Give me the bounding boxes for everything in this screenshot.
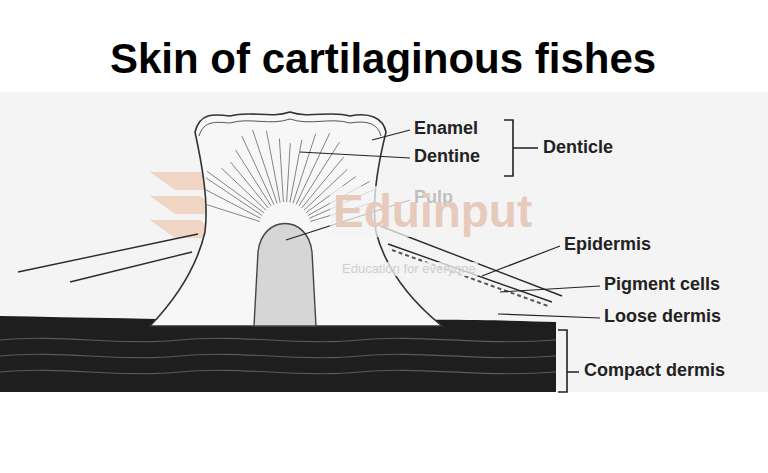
dentine-tubule xyxy=(206,204,260,221)
enamel-layer xyxy=(199,119,381,136)
watermark: Eduinput xyxy=(330,186,535,237)
part-label: Pigment cells xyxy=(604,275,720,295)
part-label: Loose dermis xyxy=(604,307,721,327)
dentine-tubule xyxy=(231,162,269,208)
dentine-tubule xyxy=(279,139,283,203)
pulp-cavity xyxy=(254,224,316,327)
pigment-cell-layer xyxy=(392,250,548,306)
part-label: Enamel xyxy=(414,119,478,139)
dentine-tubule xyxy=(236,150,272,206)
dentine-tubule xyxy=(293,134,316,204)
group-label: Denticle xyxy=(543,138,613,158)
dentine-tubule xyxy=(206,178,262,216)
brackets xyxy=(504,120,579,392)
compact-dermis-band xyxy=(0,316,556,392)
part-label: Epidermis xyxy=(564,235,651,255)
group-label: Compact dermis xyxy=(584,361,725,381)
leader-lines xyxy=(286,130,600,318)
scan-ground xyxy=(0,92,768,392)
dentine-tubule xyxy=(266,131,280,203)
watermark: Education for everyone xyxy=(340,262,478,276)
dermis-fibres xyxy=(0,338,556,373)
part-label: Dentine xyxy=(414,147,480,167)
dentine-tubule xyxy=(287,143,291,202)
diagram-title: Skin of cartilaginous fishes xyxy=(110,36,656,82)
